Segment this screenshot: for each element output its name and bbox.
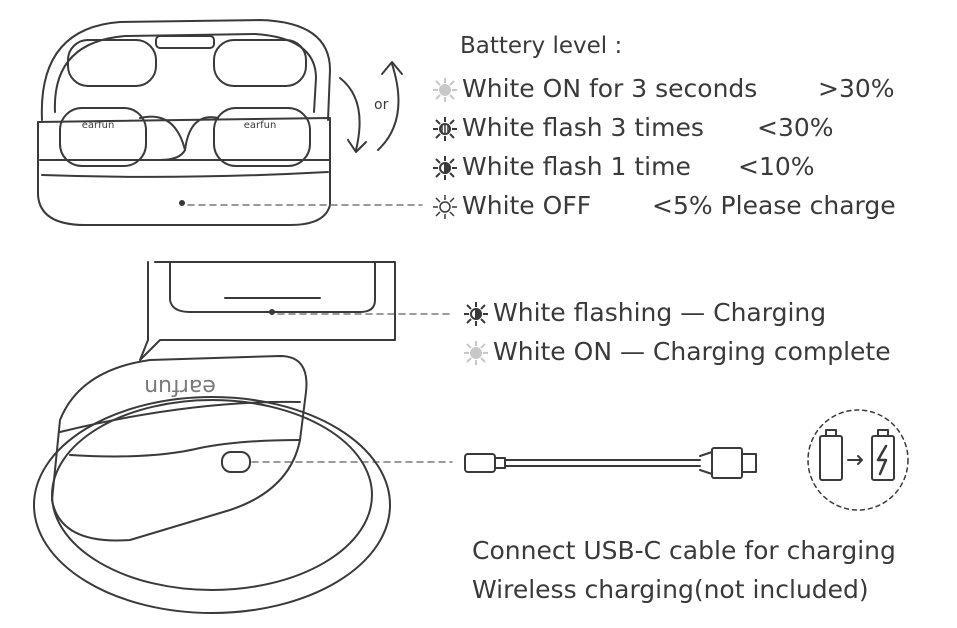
closed-case-illustration	[51, 355, 308, 542]
instruction-wireless: Wireless charging(not included)	[472, 575, 869, 604]
battery-row-0-label: White ON for 3 seconds	[462, 74, 758, 103]
battery-row-3-value: <5% Please charge	[652, 191, 896, 220]
led-flash-1-icon	[433, 156, 457, 180]
brand-text-case: earfun	[144, 374, 216, 399]
usb-c-cable-illustration	[464, 447, 757, 479]
brand-text-left: earfun	[82, 120, 115, 131]
zoom-callout	[139, 261, 396, 361]
led-flashing-icon	[464, 302, 488, 326]
earbud-right	[184, 107, 311, 167]
battery-row-1-label: White flash 3 times	[462, 113, 704, 142]
led-on-icon	[464, 341, 488, 365]
charging-row-1-label: White ON — Charging complete	[493, 337, 891, 366]
battery-row-3-label: White OFF	[462, 191, 592, 220]
battery-row-1-value: <30%	[757, 113, 834, 142]
wireless-pad-illustration	[33, 396, 391, 614]
battery-row-2-label: White flash 1 time	[462, 152, 691, 181]
charging-row-0-label: White flashing — Charging	[493, 298, 827, 327]
led-on-icon	[433, 78, 457, 102]
brand-text-right: earfun	[244, 120, 277, 131]
led-flash-3-icon	[433, 117, 457, 141]
battery-charge-icon	[807, 409, 909, 511]
rotate-arrows	[339, 61, 403, 153]
earbud-left	[59, 107, 186, 167]
battery-row-2-value: <10%	[738, 152, 815, 181]
led-off-icon	[433, 195, 457, 219]
battery-heading: Battery level :	[460, 33, 623, 59]
instruction-usb-c: Connect USB-C cable for charging	[472, 536, 896, 565]
open-case-illustration	[37, 19, 331, 226]
rotate-label: or	[374, 97, 389, 113]
battery-row-0-value: >30%	[818, 74, 895, 103]
